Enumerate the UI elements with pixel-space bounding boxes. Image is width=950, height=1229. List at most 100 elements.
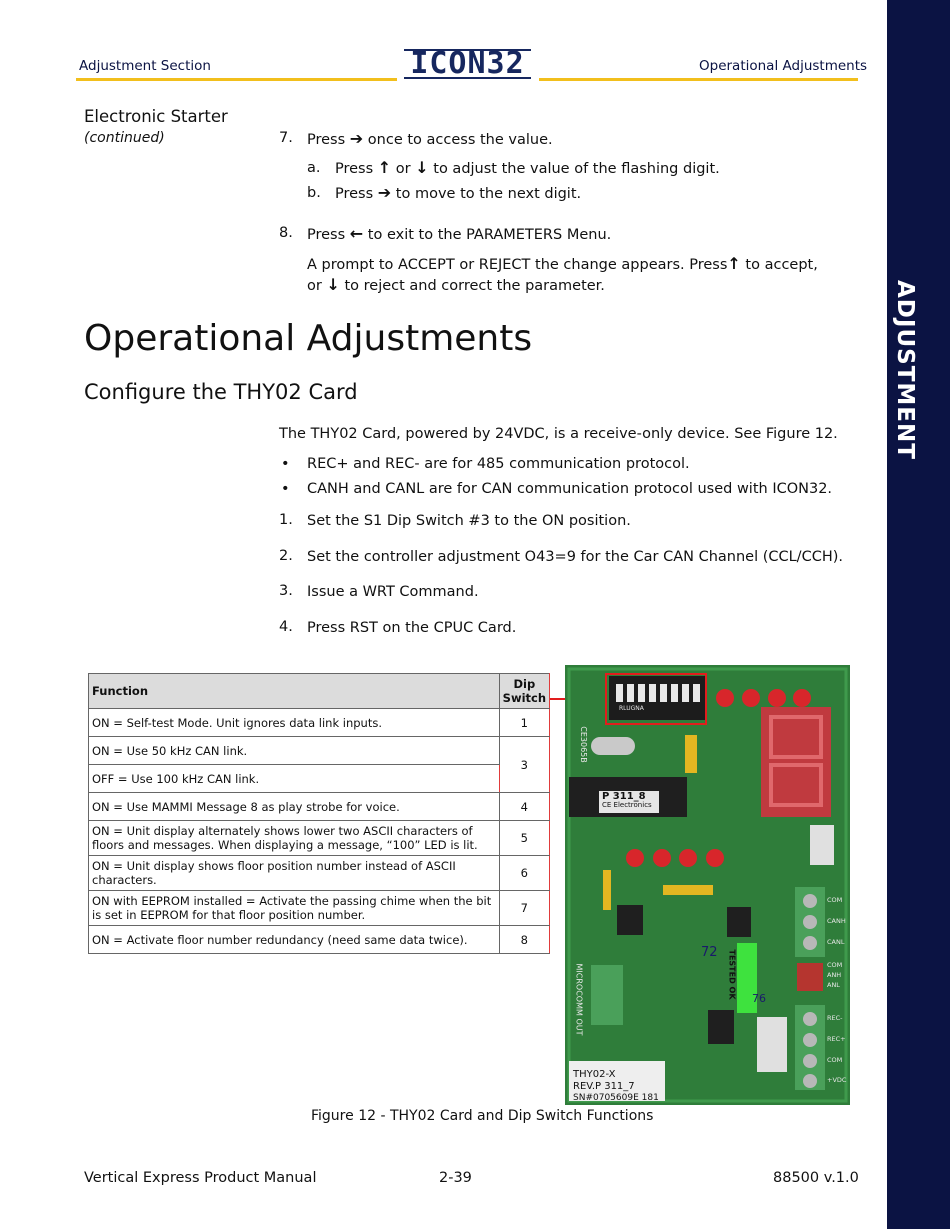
table-row: ON = Unit display shows floor position n…: [88, 855, 551, 891]
dip-switch-table: Function Dip Switch ON = Self-test Mode.…: [88, 673, 551, 954]
dip-cell: 6: [498, 855, 551, 891]
function-cell: ON = Unit display shows floor position n…: [88, 855, 500, 891]
bullet-item: REC+ and REC- are for 485 communication …: [307, 456, 690, 472]
dip-cell: 1: [498, 708, 551, 737]
intro-paragraph: The THY02 Card, powered by 24VDC, is a r…: [279, 426, 838, 442]
arrow-right-icon: ➔: [377, 183, 392, 202]
arrow-down-icon: ↓: [326, 275, 340, 294]
prompt-line-2: or ↓ to reject and correct the parameter…: [307, 275, 605, 296]
code-label: CE3065B: [578, 726, 588, 763]
footer-manual-title: Vertical Express Product Manual: [84, 1170, 317, 1186]
dip-cell: 7: [498, 890, 551, 926]
starter-heading: Electronic Starter: [84, 107, 228, 126]
step-8-number: 8.: [279, 225, 293, 241]
board-tag-line-2: REV.P 311_7: [573, 1081, 635, 1092]
step-text: Issue a WRT Command.: [307, 584, 479, 600]
step-text: Set the S1 Dip Switch #3 to the ON posit…: [307, 513, 631, 529]
function-cell: ON = Use MAMMI Message 8 as play strobe …: [88, 792, 500, 821]
step-7a-mid: or: [395, 161, 411, 177]
step-7-number: 7.: [279, 130, 293, 146]
function-cell: OFF = Use 100 kHz CAN link.: [88, 764, 500, 793]
header-rule-left: [76, 78, 397, 81]
step-8: Press ← to exit to the PARAMETERS Menu.: [307, 224, 611, 245]
thy02-board-photo: P 311_8 CE Electronics RLUGNA CE3065B 72…: [565, 665, 850, 1105]
board-illustration: [565, 665, 850, 1105]
figure-caption: Figure 12 - THY02 Card and Dip Switch Fu…: [311, 1108, 654, 1124]
step-text: Press RST on the CPUC Card.: [307, 620, 517, 636]
terminal-label: +VDC: [827, 1076, 847, 1084]
prompt-line-1: A prompt to ACCEPT or REJECT the change …: [307, 254, 818, 275]
ink-mark: 72: [701, 945, 718, 960]
starter-continued: (continued): [84, 130, 165, 146]
function-cell: ON = Self-test Mode. Unit ignores data l…: [88, 708, 500, 737]
prompt-line-1-pre: A prompt to ACCEPT or REJECT the change …: [307, 257, 728, 273]
step-number: 3.: [279, 583, 293, 599]
prompt-line-2-post: to reject and correct the parameter.: [344, 278, 605, 294]
terminal-label: CANL: [827, 938, 845, 946]
step-number: 4.: [279, 619, 293, 635]
tested-ok-sticker: TESTED OK: [727, 949, 737, 1000]
footer-page-number: 2-39: [439, 1170, 472, 1186]
terminal-label: ANL: [827, 981, 840, 989]
dip-cell: 5: [498, 820, 551, 856]
step-7b: Press ➔ to move to the next digit.: [335, 183, 581, 204]
header-dip-switch: Dip Switch: [498, 673, 551, 709]
terminal-label: CANH: [827, 917, 846, 925]
table-row: ON = Self-test Mode. Unit ignores data l…: [88, 708, 551, 737]
function-cell: ON = Activate floor number redundancy (n…: [88, 925, 500, 954]
board-tag-line-1: THY02-X: [573, 1069, 616, 1080]
header-rule-right: [539, 78, 858, 81]
terminal-label: COM: [827, 961, 843, 969]
arrow-left-icon: ←: [349, 224, 364, 243]
arrow-down-icon: ↓: [415, 158, 429, 177]
section-subtitle: Configure the THY02 Card: [84, 380, 358, 404]
dip-label: RLUGNA: [619, 705, 644, 712]
dip-cell: 4: [498, 792, 551, 821]
table-row: ON = Use MAMMI Message 8 as play strobe …: [88, 792, 551, 821]
function-cell: ON with EEPROM installed = Activate the …: [88, 890, 500, 926]
arrow-up-icon: ↑: [727, 254, 741, 273]
step-7a-pre: Press: [335, 161, 374, 177]
header-topic-label: Operational Adjustments: [699, 58, 868, 74]
terminal-label: COM: [827, 896, 843, 904]
step-8-pre: Press: [307, 227, 346, 243]
section-title: Operational Adjustments: [84, 318, 533, 359]
step-8-post: to exit to the PARAMETERS Menu.: [367, 227, 612, 243]
table-row: OFF = Use 100 kHz CAN link.: [88, 764, 550, 793]
header-section-label: Adjustment Section: [79, 58, 211, 74]
function-cell: ON = Unit display alternately shows lowe…: [88, 820, 500, 856]
step-7b-pre: Press: [335, 186, 374, 202]
prompt-line-1-post: to accept,: [745, 257, 818, 273]
arrow-up-icon: ↑: [377, 158, 392, 177]
step-number: 2.: [279, 548, 293, 564]
terminal-label: REC+: [827, 1035, 846, 1043]
footer-version: 88500 v.1.0: [773, 1170, 859, 1186]
table-header-row: Function Dip Switch: [88, 673, 551, 709]
terminal-label: ANH: [827, 971, 842, 979]
step-7b-post: to move to the next digit.: [395, 186, 582, 202]
terminal-label: COM: [827, 1056, 843, 1064]
table-row: ON = Unit display alternately shows lowe…: [88, 820, 551, 856]
board-tag-line-3: SN#0705609E 181: [573, 1093, 659, 1103]
step-number: 1.: [279, 512, 293, 528]
step-7: Press ➔ once to access the value.: [307, 129, 553, 150]
ink-mark: 76: [752, 992, 766, 1005]
step-7-post: once to access the value.: [367, 132, 553, 148]
bullet-dot: •: [281, 481, 290, 497]
header-function: Function: [88, 673, 500, 709]
step-7a: Press ↑ or ↓ to adjust the value of the …: [335, 158, 720, 179]
prompt-line-2-pre: or: [307, 278, 322, 294]
table-row: ON with EEPROM installed = Activate the …: [88, 890, 551, 926]
step-text: Set the controller adjustment O43=9 for …: [307, 549, 843, 565]
bullet-dot: •: [281, 456, 290, 472]
table-row: ON = Use 50 kHz CAN link. 3: [88, 736, 551, 793]
table-row: ON = Activate floor number redundancy (n…: [88, 925, 551, 954]
chip-maker-label: CE Electronics: [602, 801, 652, 809]
function-cell: ON = Use 50 kHz CAN link.: [88, 736, 500, 765]
step-7a-number: a.: [307, 160, 321, 176]
icon32-logo: ICON32: [404, 47, 531, 81]
step-7-pre: Press: [307, 132, 346, 148]
step-7b-number: b.: [307, 185, 321, 201]
side-tab-label: ADJUSTMENT: [892, 280, 918, 460]
step-7a-post: to adjust the value of the flashing digi…: [433, 161, 720, 177]
